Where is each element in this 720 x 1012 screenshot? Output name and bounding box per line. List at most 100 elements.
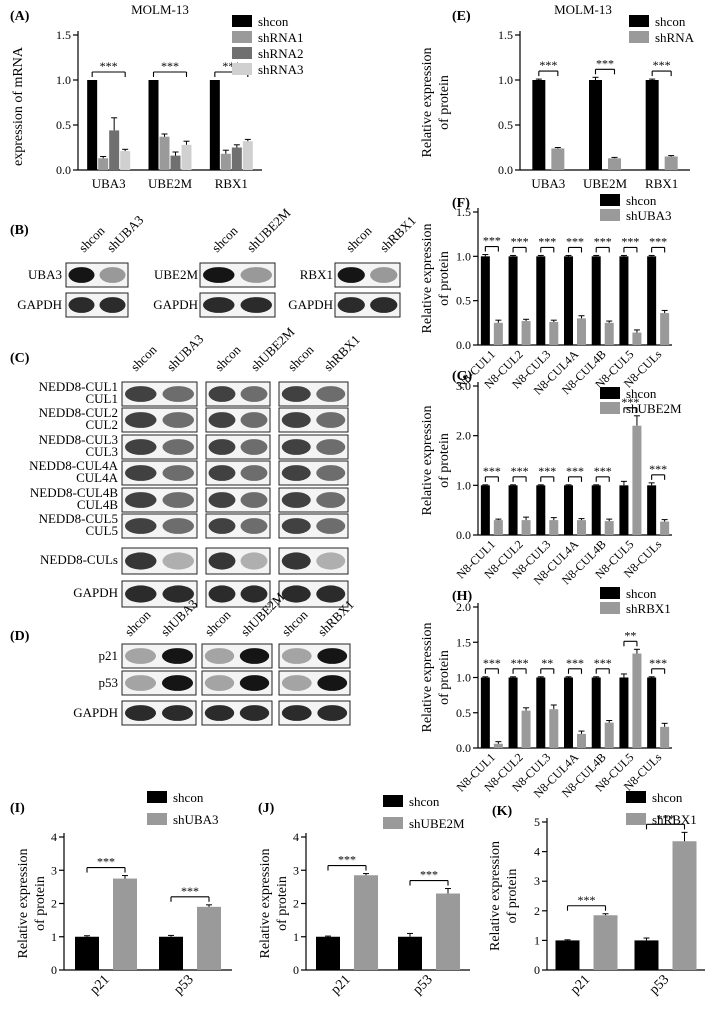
blot-band xyxy=(208,518,236,534)
y-tick-label: 2.0 xyxy=(456,429,471,443)
blot-band xyxy=(125,585,157,603)
y-tick-label: 1 xyxy=(51,930,57,944)
blot-band xyxy=(337,297,365,313)
panel-label: (H) xyxy=(452,589,473,604)
x-tick-label: UBE2M xyxy=(148,176,193,191)
y-tick-label: 1.0 xyxy=(56,73,71,87)
bar xyxy=(181,144,192,170)
panel-label: (J) xyxy=(258,801,275,816)
panel-label: (D) xyxy=(10,629,30,644)
blot-band xyxy=(125,465,157,481)
blot-band xyxy=(208,552,236,570)
significance-label: *** xyxy=(566,464,584,478)
blot-strip xyxy=(205,381,271,407)
blot-strip xyxy=(278,513,349,539)
bar xyxy=(113,878,137,970)
blot-band xyxy=(68,297,95,313)
blot-strip xyxy=(205,547,271,575)
bar xyxy=(564,256,573,345)
blot-row-label: GAPDH xyxy=(73,705,118,720)
blot-strip xyxy=(201,670,273,696)
blot-strip xyxy=(278,381,349,407)
blot-band xyxy=(124,675,157,691)
blot-band xyxy=(161,648,194,664)
legend-swatch xyxy=(600,209,620,221)
blot-band xyxy=(162,386,194,402)
bar xyxy=(209,80,220,170)
y-tick-label: 0.0 xyxy=(456,338,471,352)
bar xyxy=(536,677,546,748)
blot-strip xyxy=(205,580,271,608)
y-axis-label-line: Relative expression xyxy=(488,841,503,951)
panel-label: (K) xyxy=(492,804,513,819)
blot-band xyxy=(239,675,270,691)
blot-strip xyxy=(334,292,401,318)
significance-label: *** xyxy=(338,853,356,867)
blot-strip xyxy=(205,407,271,433)
blot-band xyxy=(125,439,157,455)
blot-row-label: NEDD8-CUL3 xyxy=(39,432,118,447)
blot-strip xyxy=(278,407,349,433)
y-tick-label: 3 xyxy=(534,874,540,888)
significance-label: *** xyxy=(483,656,501,670)
y-tick-label: 1 xyxy=(534,933,540,947)
bar xyxy=(120,151,131,170)
blot-strip xyxy=(278,547,349,575)
y-axis-label: expression of mRNA xyxy=(11,46,26,166)
bar xyxy=(577,733,586,748)
blot-band xyxy=(125,412,157,428)
bar xyxy=(634,940,659,970)
bar xyxy=(549,520,559,535)
legend-swatch xyxy=(232,47,252,59)
significance-label: *** xyxy=(566,656,584,670)
blot-band xyxy=(162,518,194,534)
blot-band xyxy=(316,518,346,534)
y-tick-label: 0.5 xyxy=(498,118,513,132)
bar xyxy=(98,158,109,170)
y-tick-label: 1.0 xyxy=(456,478,471,492)
blot-strip xyxy=(205,513,271,539)
legend-swatch xyxy=(600,602,620,614)
y-tick-label: 3 xyxy=(293,863,299,877)
blot-band xyxy=(240,267,272,283)
lane-label: shRBX1 xyxy=(321,332,363,374)
bar xyxy=(521,520,531,535)
bar xyxy=(591,485,601,535)
blot-band xyxy=(208,386,236,402)
legend-label: shcon xyxy=(626,586,657,601)
legend-swatch xyxy=(626,791,646,803)
bar xyxy=(493,520,503,535)
y-tick-label: 2.0 xyxy=(456,600,471,614)
blot-strip xyxy=(205,434,271,460)
blot-strip xyxy=(278,670,351,696)
blot-row-label: CUL4A xyxy=(76,470,119,485)
blot-strip xyxy=(121,407,198,433)
bar xyxy=(632,653,642,748)
blot-strip xyxy=(201,700,273,726)
y-tick-label: 1.5 xyxy=(498,28,513,42)
bar xyxy=(480,485,490,535)
blot-band xyxy=(337,267,365,283)
bar xyxy=(398,936,422,970)
blot-row-label: NEDD8-CUL5 xyxy=(39,511,118,526)
blot-band xyxy=(99,297,126,313)
blot-strip xyxy=(278,580,349,608)
blot-row-label: NEDD8-CUL4B xyxy=(30,485,118,500)
blot-band xyxy=(204,705,235,721)
blot-band xyxy=(125,552,157,570)
y-tick-label: 4 xyxy=(534,845,540,859)
bar xyxy=(508,256,518,345)
x-tick-label: p21 xyxy=(87,972,112,997)
y-axis-label-line: Relative expression xyxy=(16,848,31,958)
blot-band xyxy=(125,386,157,402)
blot-strip xyxy=(278,700,351,726)
bar xyxy=(231,147,242,170)
panel-label: (G) xyxy=(452,369,473,384)
blot-band xyxy=(203,267,235,283)
legend-label: shcon xyxy=(626,193,657,208)
bar xyxy=(591,256,601,345)
